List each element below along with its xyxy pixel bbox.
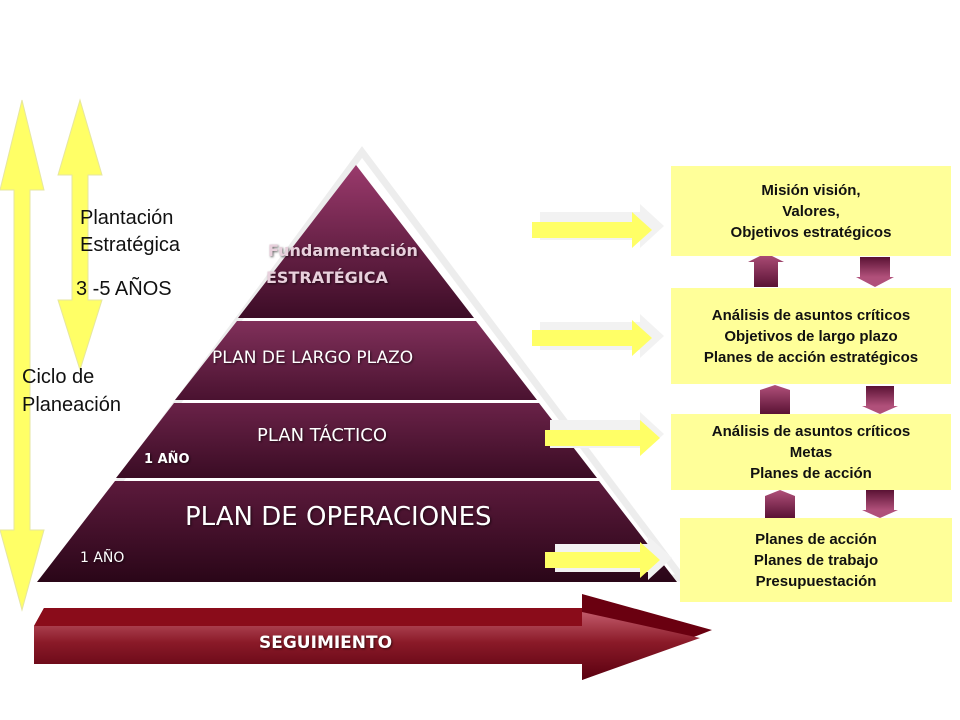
down-arrow-2 (862, 386, 898, 414)
tactico-label: PLAN TÁCTICO (257, 425, 387, 446)
box-tactico: Análisis de asuntos críticos Metas Plane… (671, 414, 951, 490)
seguimiento-label: SEGUIMIENTO (259, 633, 393, 653)
arrow-to-box-4 (545, 536, 672, 580)
down-arrow-3 (862, 490, 898, 518)
operaciones-label: PLAN DE OPERACIONES (185, 502, 492, 532)
pyramid-level-fundamentacion (238, 165, 474, 318)
arrow-to-box-3 (545, 412, 664, 456)
arrow-to-box-1 (532, 204, 664, 248)
pyramid-level-operaciones (37, 481, 677, 582)
box-operaciones-line3: Presupuestación (755, 572, 877, 590)
pyramid-level-tactico (116, 403, 597, 478)
box-tactico-line2: Metas (789, 443, 833, 461)
ciclo-label-line1: Ciclo de (22, 366, 95, 388)
ciclo-double-arrow (0, 99, 45, 612)
largo-plazo-label: PLAN DE LARGO PLAZO (212, 348, 414, 368)
plantacion-double-arrow (57, 98, 103, 372)
tactico-period-label: 1 AÑO (144, 452, 190, 467)
box-mision-line2: Valores, (782, 202, 840, 220)
ciclo-label-line2: Planeación (22, 394, 121, 416)
years-label: 3 -5 AÑOS (76, 278, 172, 300)
arrow-to-box-2 (532, 314, 664, 358)
pyramid-level-largo-plazo (175, 321, 537, 400)
down-arrow-1 (856, 257, 894, 287)
box-operaciones-line2: Planes de trabajo (753, 551, 879, 569)
box-mision-line1: Misión visión, (761, 181, 861, 199)
box-tactico-line3: Planes de acción (750, 464, 872, 482)
seguimiento-arrow (34, 594, 712, 680)
up-arrow-1 (748, 253, 784, 287)
fundamentacion-label-line2: ESTRATÉGICA (266, 268, 388, 287)
box-largo-plazo-line1: Análisis de asuntos críticos (711, 306, 911, 324)
box-mision-line3: Objetivos estratégicos (730, 223, 892, 241)
box-largo-plazo-line3: Planes de acción estratégicos (703, 348, 919, 366)
up-arrow-2 (760, 385, 790, 414)
plantacion-label-line1: Plantación (80, 207, 174, 229)
box-largo-plazo-line2: Objetivos de largo plazo (724, 327, 898, 345)
operaciones-period-label: 1 AÑO (80, 550, 125, 566)
box-operaciones: Planes de acción Planes de trabajo Presu… (680, 518, 952, 602)
up-arrow-3 (765, 490, 795, 518)
box-operaciones-line1: Planes de acción (755, 530, 877, 548)
box-mision: Misión visión, Valores, Objetivos estrat… (671, 166, 951, 256)
box-largo-plazo: Análisis de asuntos críticos Objetivos d… (671, 288, 951, 384)
plantacion-label-line2: Estratégica (80, 234, 181, 256)
fundamentacion-label-line1: Fundamentación (268, 241, 418, 260)
box-tactico-line1: Análisis de asuntos críticos (711, 422, 911, 440)
